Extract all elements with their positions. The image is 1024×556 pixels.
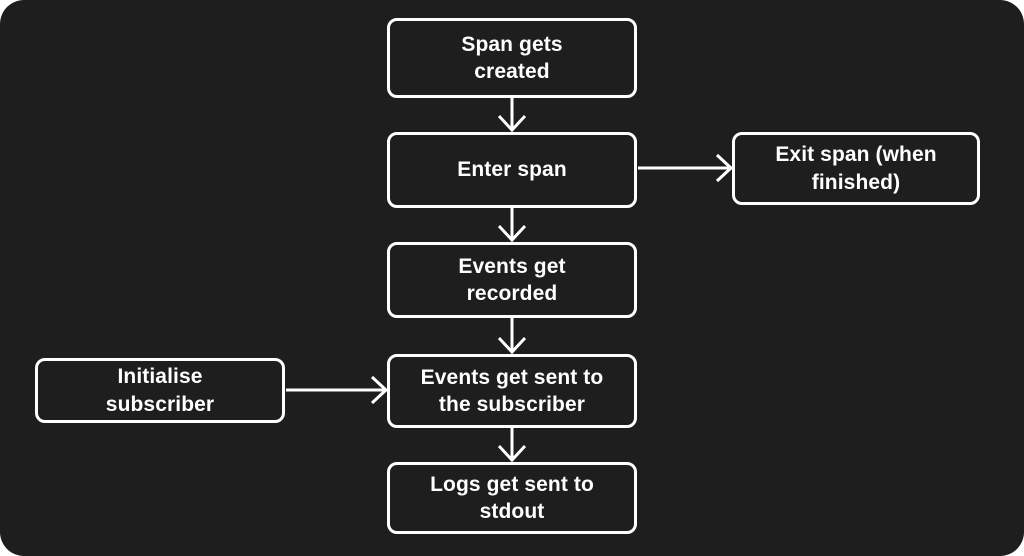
node-exit-span-label: Exit span (when finished) [775,143,937,194]
node-initialise-subscriber-label: Initialise subscriber [105,365,215,416]
node-logs-get-sent-to-stdout[interactable]: Logs get sent to stdout [387,462,637,534]
node-exit-span[interactable]: Exit span (when finished) [732,132,980,205]
node-logs-get-sent-to-stdout-label: Logs get sent to stdout [430,472,594,523]
arrow-enter-span-to-events-recorded [497,207,527,243]
node-events-get-recorded-label: Events get recorded [458,254,566,305]
node-span-gets-created-label: Span gets created [461,32,563,83]
arrow-events-sent-to-logs-stdout [497,427,527,463]
node-events-get-sent-to-the-subscriber[interactable]: Events get sent to the subscriber [387,354,637,428]
arrow-initialise-subscriber-to-events-sent [286,375,389,405]
node-span-gets-created[interactable]: Span gets created [387,18,637,98]
node-initialise-subscriber[interactable]: Initialise subscriber [35,358,285,423]
node-events-get-sent-to-the-subscriber-label: Events get sent to the subscriber [420,365,604,416]
node-enter-span-label: Enter span [457,158,567,182]
arrow-span-created-to-enter-span [497,97,527,133]
node-enter-span[interactable]: Enter span [387,132,637,208]
node-events-get-recorded[interactable]: Events get recorded [387,242,637,318]
arrow-enter-span-to-exit-span [638,153,734,183]
arrow-events-recorded-to-events-sent [497,317,527,355]
